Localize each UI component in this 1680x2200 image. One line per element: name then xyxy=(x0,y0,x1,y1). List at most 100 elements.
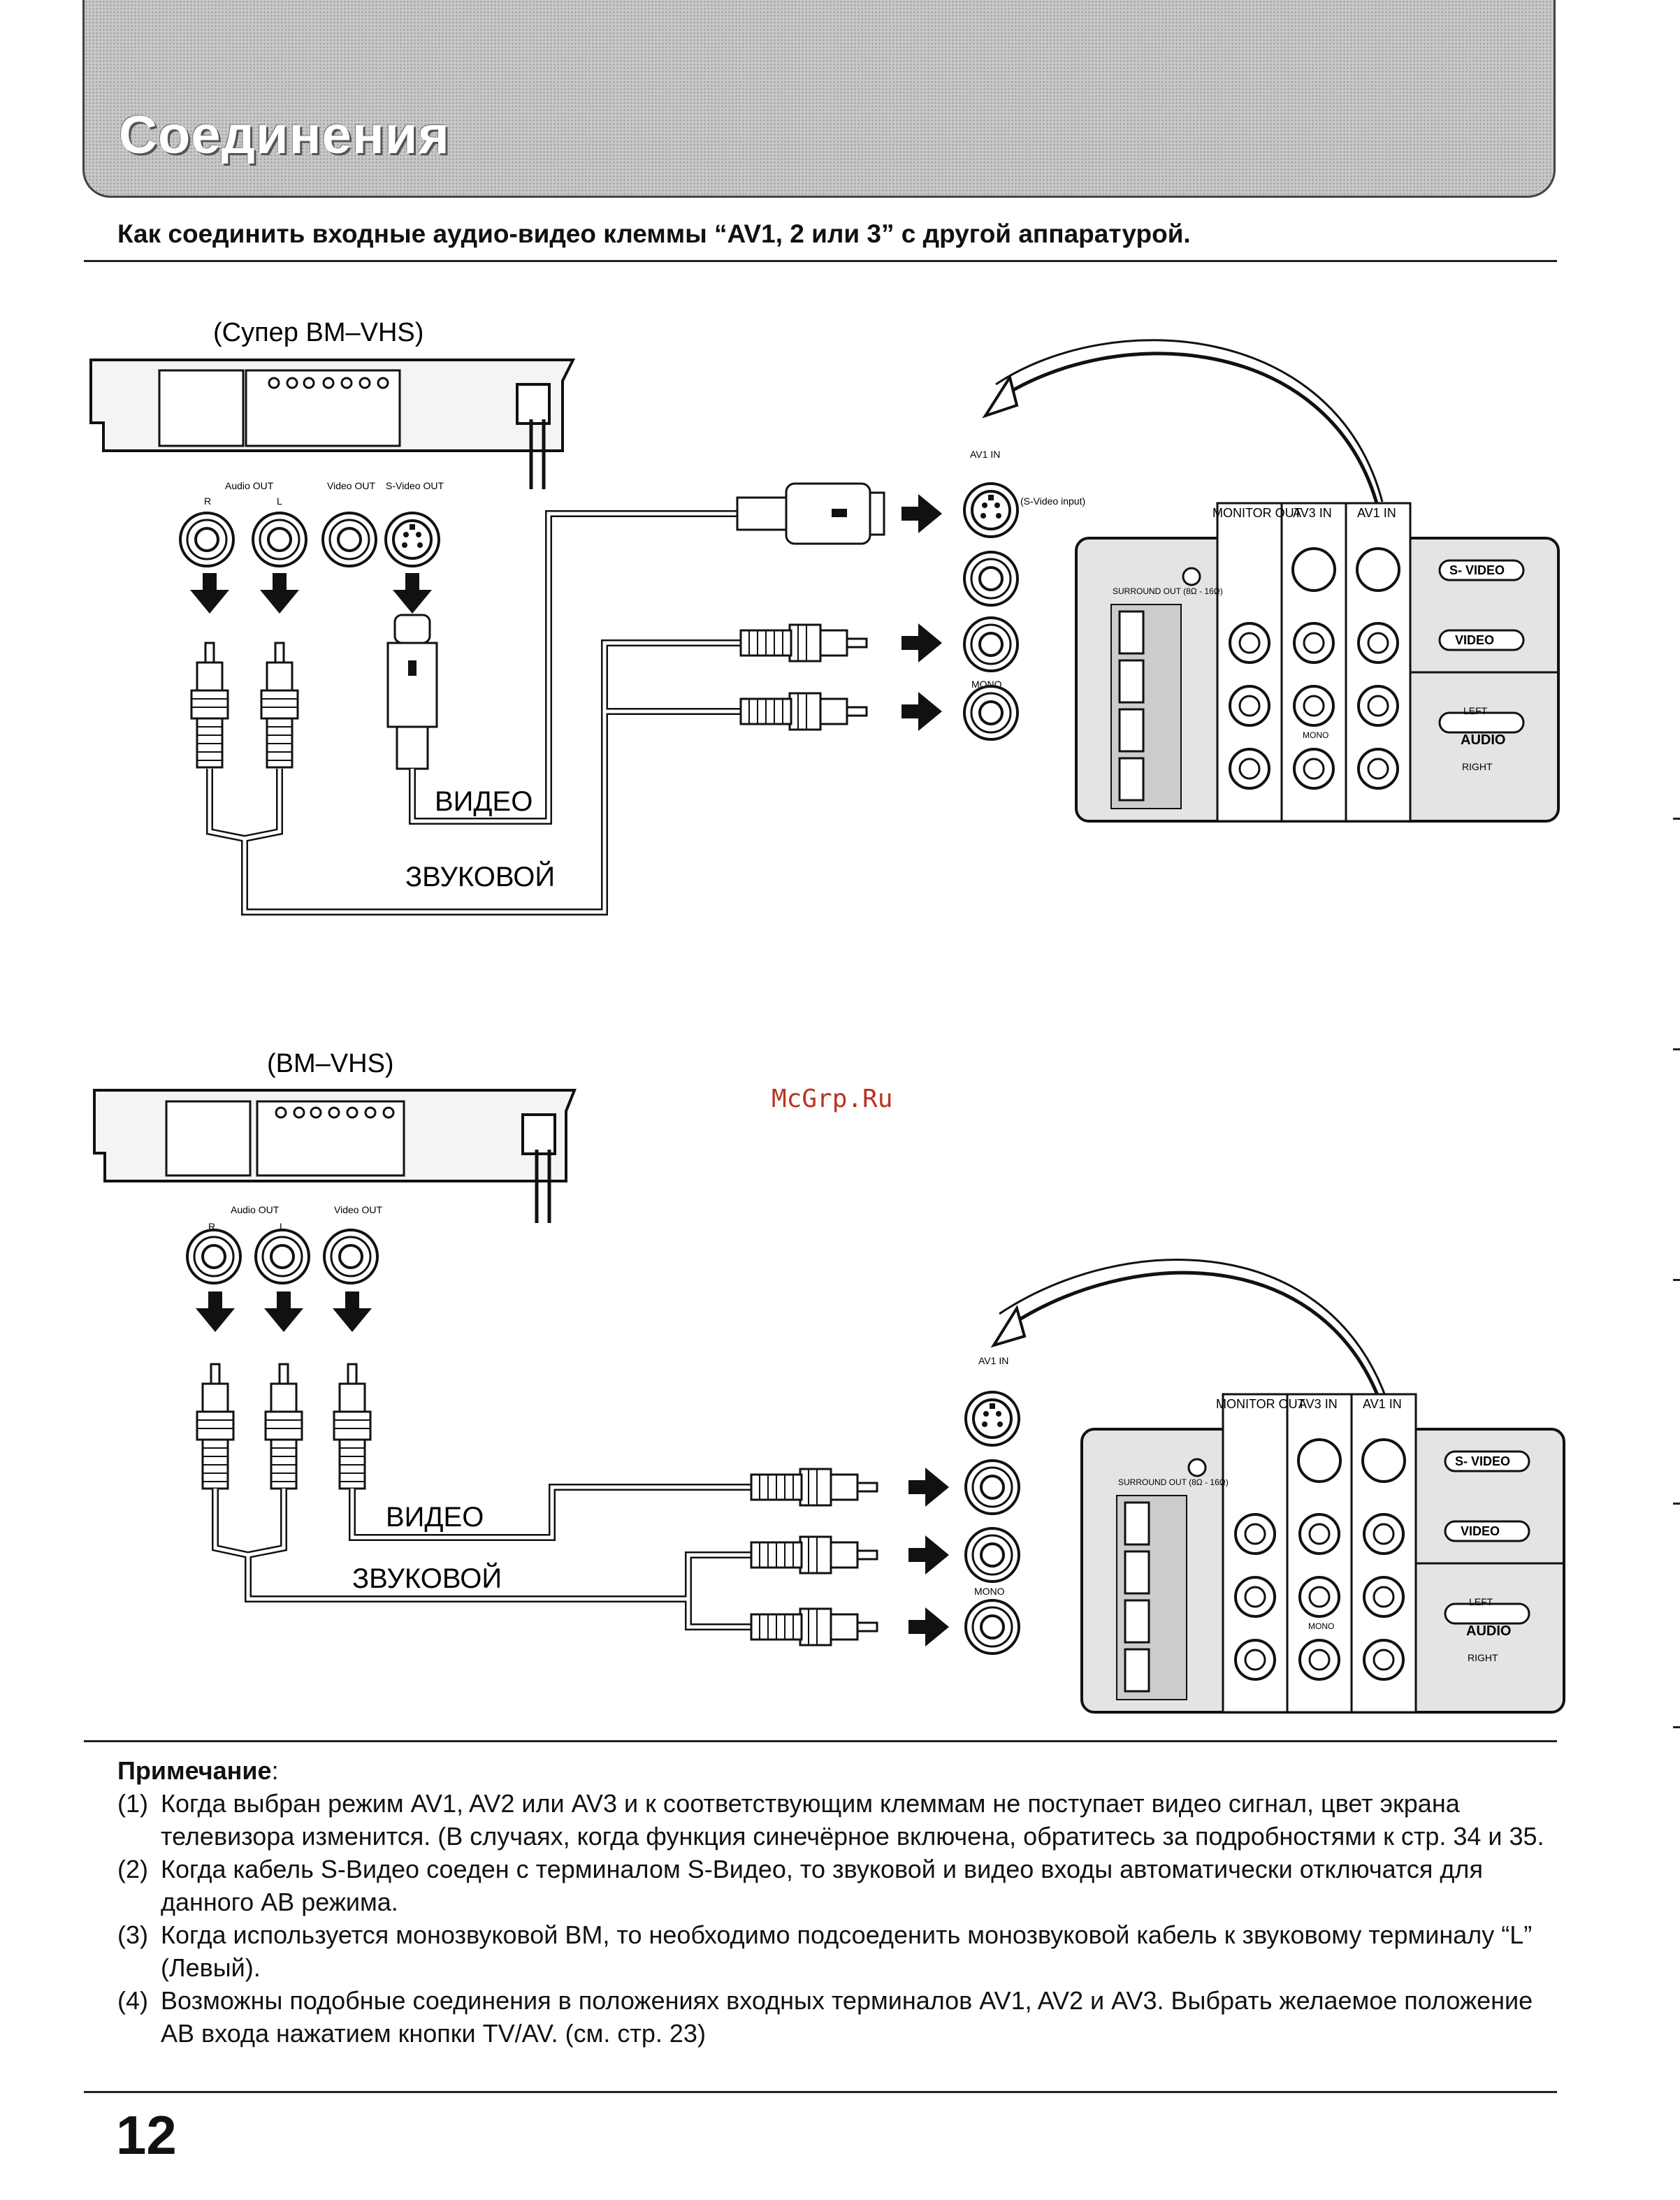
top-plug-h-audio-l xyxy=(739,623,868,663)
margin-mark xyxy=(1673,818,1680,820)
bottom-right-arrow-v xyxy=(908,1468,949,1507)
margin-mark xyxy=(1673,1503,1680,1505)
page-number: 12 xyxy=(116,2104,177,2166)
bottom-panel-video: VIDEO xyxy=(1461,1524,1500,1538)
bottom-label-video-out: Video OUT xyxy=(334,1204,382,1215)
bottom-av1-in-label: AV1 IN xyxy=(978,1355,1008,1366)
top-label-svideo-out: S-Video OUT xyxy=(386,480,444,491)
margin-mark xyxy=(1673,1048,1680,1050)
top-panel-av1-in: AV1 IN xyxy=(1357,506,1396,520)
bottom-cable-audio-label: ЗВУКОВОЙ xyxy=(352,1562,502,1594)
note-number: (1) xyxy=(117,1789,148,1818)
top-tv-audio-r-jack xyxy=(963,685,1019,741)
top-device-label: (Супер ВМ–VHS) xyxy=(213,318,423,347)
bottom-panel-av1-in: AV1 IN xyxy=(1363,1397,1402,1411)
note-number: (2) xyxy=(117,1855,148,1883)
top-panel-surround-out: SURROUND OUT (8Ω - 16Ω) xyxy=(1113,586,1223,596)
bottom-plug-l xyxy=(264,1363,303,1490)
top-right-arrow-l xyxy=(901,623,942,663)
bottom-plug-h-video xyxy=(750,1468,878,1507)
notes-section: Примечание: (1) Когда выбран режим AV1, … xyxy=(117,1754,1571,2050)
bottom-panel-av3-in: AV3 IN xyxy=(1298,1397,1338,1411)
notes-title-colon: : xyxy=(271,1756,279,1785)
note-item: (3) Когда используется монозвуковой ВМ, … xyxy=(117,1918,1571,1984)
note-number: (4) xyxy=(117,1986,148,2015)
note-text: Когда используется монозвуковой ВМ, то н… xyxy=(161,1920,1533,1982)
top-right-arrow-sv xyxy=(901,494,942,533)
top-label-l: L xyxy=(277,495,282,507)
top-svideo-input-note: (S-Video input) xyxy=(1020,495,1085,507)
top-tv-svideo-jack xyxy=(963,482,1019,538)
bottom-down-arrow-l xyxy=(264,1291,303,1332)
top-panel-monitor-out: MONITOR OUT xyxy=(1212,506,1302,520)
top-cable-audio-label: ЗВУКОВОЙ xyxy=(405,860,555,892)
bottom-plug-h-audio-l xyxy=(750,1535,878,1575)
bottom-down-arrow-r xyxy=(196,1291,235,1332)
top-label-video-out: Video OUT xyxy=(327,480,375,491)
top-panel-mono: MONO xyxy=(1303,730,1328,740)
bottom-plug-v xyxy=(333,1363,372,1490)
bottom-tv-svideo-jack xyxy=(964,1391,1020,1447)
top-panel-svideo: S- VIDEO xyxy=(1449,563,1505,577)
top-panel-right: RIGHT xyxy=(1462,761,1493,772)
bottom-panel-left: LEFT xyxy=(1469,1596,1493,1607)
top-down-arrow-l xyxy=(260,573,299,614)
top-label-r: R xyxy=(204,495,211,507)
bottom-device-label: (ВМ–VHS) xyxy=(267,1049,394,1078)
header-banner xyxy=(82,0,1556,198)
note-number: (3) xyxy=(117,1920,148,1949)
top-label-audio-out: Audio OUT xyxy=(225,480,274,491)
notes-title: Примечание: xyxy=(117,1754,1571,1787)
top-plug-h-audio-r xyxy=(739,692,868,731)
note-text: Когда кабель S-Видео соеден с терминалом… xyxy=(161,1855,1483,1916)
bottom-panel-monitor-out: MONITOR OUT xyxy=(1216,1397,1305,1411)
top-av1-in-label: AV1 IN xyxy=(970,449,1000,460)
bottom-panel-svideo: S- VIDEO xyxy=(1455,1454,1510,1468)
bottom-plug-r xyxy=(196,1363,235,1490)
subtitle-rule xyxy=(84,260,1557,262)
top-jack-video-out xyxy=(321,512,377,567)
bottom-vcr-unit xyxy=(93,1089,577,1223)
bottom-tv-video-jack xyxy=(964,1459,1020,1515)
note-item: (2) Когда кабель S-Видео соеден с термин… xyxy=(117,1853,1571,1918)
bottom-down-arrow-v xyxy=(333,1291,372,1332)
note-item: (4) Возможны подобные соединения в полож… xyxy=(117,1984,1571,2050)
top-tv-back-panel xyxy=(1075,502,1560,823)
top-plug-r xyxy=(190,642,229,769)
top-panel-left: LEFT xyxy=(1463,705,1488,716)
bottom-label-audio-out: Audio OUT xyxy=(231,1204,280,1215)
bottom-label-l: L xyxy=(280,1221,285,1232)
top-svideo-plug-h xyxy=(736,482,885,545)
section-subtitle: Как соединить входные аудио-видео клеммы… xyxy=(117,219,1191,248)
top-jack-audio-r xyxy=(179,512,235,567)
top-plug-l xyxy=(260,642,299,769)
top-vcr-unit xyxy=(89,359,576,489)
bottom-right-arrow-l xyxy=(908,1535,949,1575)
margin-mark xyxy=(1673,1279,1680,1281)
bottom-plug-h-audio-r xyxy=(750,1607,878,1647)
diagram-svideo-connection: (Супер ВМ–VHS) Audio OUT R L Video OUT S… xyxy=(89,318,1560,916)
bottom-curved-arrow xyxy=(1005,1271,1386,1412)
top-panel-av3-in: AV3 IN xyxy=(1293,506,1332,520)
bottom-tv-audio-l-jack xyxy=(964,1527,1020,1583)
bottom-panel-mono: MONO xyxy=(1308,1621,1334,1631)
bottom-panel-audio: AUDIO xyxy=(1466,1623,1511,1639)
top-right-arrow-r xyxy=(901,692,942,731)
bottom-right-arrow-r xyxy=(908,1607,949,1647)
bottom-jack-audio-r xyxy=(186,1229,242,1284)
bottom-tv-audio-r-jack xyxy=(964,1599,1020,1655)
diagram-composite-connection: (ВМ–VHS) Audio OUT R L Video OUT ВИДЕО З… xyxy=(93,1049,1565,1714)
bottom-tv-back-panel xyxy=(1080,1393,1565,1714)
top-svideo-plug xyxy=(386,614,438,770)
top-tv-video-jack xyxy=(963,551,1019,607)
footer-rule xyxy=(84,2091,1557,2093)
top-panel-audio: AUDIO xyxy=(1461,732,1505,748)
top-down-arrow-sv xyxy=(393,573,432,614)
top-cable-video xyxy=(409,510,741,825)
bottom-jack-video-out xyxy=(323,1229,379,1284)
top-jack-audio-l xyxy=(252,512,307,567)
top-cable-video-label: ВИДЕО xyxy=(435,786,533,817)
bottom-panel-surround-out: SURROUND OUT (8Ω - 16Ω) xyxy=(1118,1477,1229,1487)
notes-rule xyxy=(84,1740,1557,1742)
top-jack-svideo-out xyxy=(384,512,440,567)
